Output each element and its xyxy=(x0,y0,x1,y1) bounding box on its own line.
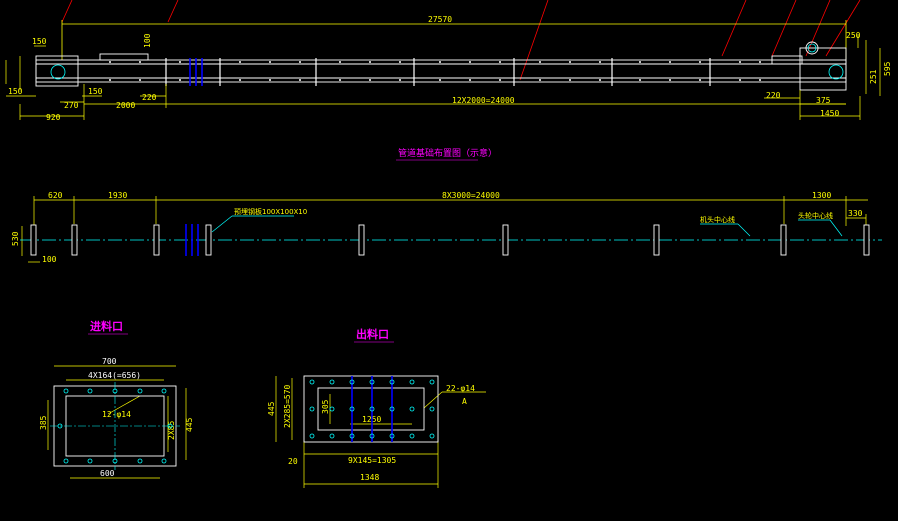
conveyor-body xyxy=(35,41,847,91)
dim-150-mid: 150 xyxy=(88,87,103,96)
section-joints xyxy=(165,58,711,86)
inlet-dim-pitch: 4X164(=656) xyxy=(88,371,141,380)
outlet-dim-1348: 1348 xyxy=(360,473,379,482)
dim-2000: 2000 xyxy=(116,101,135,110)
inlet-dim-700: 700 xyxy=(102,357,117,366)
inlet-dim-2x85: 2X85 xyxy=(167,421,176,440)
dim-8x3000: 8X3000=24000 xyxy=(442,191,500,200)
dim-1450: 1450 xyxy=(820,109,839,118)
label-anchor-plate: 预埋钢板100X100X10 xyxy=(234,207,307,216)
outlet-dim-holes: 22-φ14 xyxy=(446,384,475,393)
support-bolts xyxy=(189,58,203,86)
inlet-detail: 进料口 700 4X164(=656) 12-φ14 385 2X85 445 … xyxy=(39,319,194,479)
body-rivets xyxy=(109,61,761,81)
outlet-dim-pitch-v: 2X285=570 xyxy=(283,384,292,428)
end-wheels xyxy=(50,43,844,80)
inlet-dim-600: 600 xyxy=(100,469,115,478)
dim-270: 270 xyxy=(64,101,79,110)
dim-620: 620 xyxy=(48,191,63,200)
dim-1930: 1930 xyxy=(108,191,127,200)
plan-bolts xyxy=(185,224,199,256)
dim-100-top: 100 xyxy=(143,33,152,48)
dim-251-right: 251 xyxy=(869,69,878,84)
label-head-mark: 头轮中心线 xyxy=(798,211,833,220)
outlet-dim-pitch-h: 9X145=1305 xyxy=(348,456,396,465)
plan-view: 管道基础布置图（示意） 620 1930 8X3000=24000 1300 3… xyxy=(11,147,882,264)
dim-595-right: 595 xyxy=(883,61,892,76)
label-center-mark: 机头中心线 xyxy=(700,215,735,224)
elevation-view: 27570 xyxy=(5,0,892,122)
inlet-holes xyxy=(57,388,173,464)
dim-375: 375 xyxy=(816,96,831,105)
inlet-dim-holes: 12-φ14 xyxy=(102,410,131,419)
outlet-dim-305: 305 xyxy=(321,399,330,414)
inlet-dim-445: 445 xyxy=(185,417,194,432)
dim-530: 530 xyxy=(11,231,20,246)
dim-150-top: 150 xyxy=(32,37,47,46)
outlet-holes xyxy=(309,379,435,439)
outlet-bolts xyxy=(351,376,393,442)
outlet-dim-20: 20 xyxy=(288,457,298,466)
dim-100: 100 xyxy=(42,255,57,264)
plan-leaders xyxy=(211,215,843,237)
leader-lines xyxy=(61,0,861,81)
dim-overall: 27570 xyxy=(428,15,452,24)
outlet-detail: 出料口 22-φ14 A 445 2X285=570 305 1250 20 9… xyxy=(267,327,486,488)
outlet-dim-445: 445 xyxy=(267,401,276,416)
outlet-title: 出料口 xyxy=(356,327,389,341)
foundation-plates xyxy=(30,224,870,256)
dim-220: 220 xyxy=(142,93,157,102)
inlet-dim-385: 385 xyxy=(39,415,48,430)
dim-250-right: 250 xyxy=(846,31,861,40)
dim-1300: 1300 xyxy=(812,191,831,200)
dim-330: 330 xyxy=(848,209,863,218)
inlet-title: 进料口 xyxy=(90,319,123,333)
outlet-section: A xyxy=(462,397,467,406)
dim-12x2000: 12X2000=24000 xyxy=(452,96,515,105)
dim-150-left: 150 xyxy=(8,87,23,96)
dim-920: 920 xyxy=(46,113,61,122)
dim-220-right: 220 xyxy=(766,91,781,100)
plan-title: 管道基础布置图（示意） xyxy=(398,147,497,159)
